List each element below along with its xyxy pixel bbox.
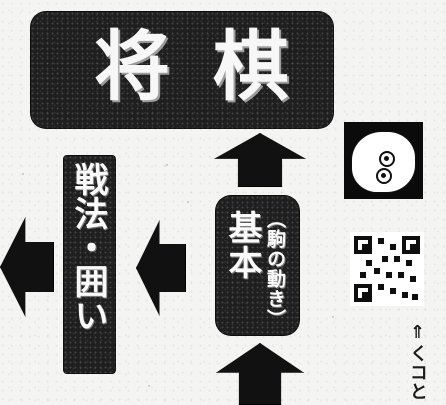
qr-module — [366, 260, 372, 266]
mascot-eye-icon — [376, 168, 392, 184]
qr-module — [378, 238, 384, 244]
qr-module — [406, 260, 412, 266]
mascot-eye-icon — [379, 151, 395, 167]
up-arrow-icon — [216, 343, 304, 405]
background-speck — [166, 164, 168, 166]
background-speck — [22, 173, 24, 175]
qr-module — [374, 268, 380, 274]
title-character-left: 将 — [94, 22, 170, 111]
qr-code-icon[interactable] — [350, 232, 424, 306]
qr-finder-icon — [402, 236, 420, 254]
left-arrow-icon — [0, 217, 54, 317]
qr-module — [386, 272, 392, 278]
mascot-icon — [344, 122, 423, 199]
strategy-panel: 戦法・囲い — [63, 155, 116, 374]
qr-module — [412, 294, 418, 300]
up-arrow-icon — [214, 133, 306, 187]
basics-panel: 基本 （駒の動き） — [215, 195, 300, 336]
qr-module — [398, 272, 404, 278]
basics-panel-main-text: 基本 — [222, 210, 262, 280]
side-note-text: ⇑くコと — [407, 322, 428, 401]
basics-panel-subtitle: （駒の動き） — [264, 209, 286, 329]
qr-module — [382, 256, 388, 262]
strategy-panel-text: 戦法・囲い — [68, 162, 108, 332]
mascot-face — [351, 131, 416, 193]
qr-module — [402, 292, 408, 298]
background-speck — [187, 201, 189, 203]
qr-module — [390, 244, 396, 250]
qr-module — [410, 276, 416, 282]
background-speck — [332, 316, 334, 318]
qr-module — [360, 272, 366, 278]
title-panel: 将 棋 — [30, 11, 334, 129]
qr-module — [390, 288, 396, 294]
qr-module — [394, 256, 400, 262]
qr-finder-icon — [354, 236, 372, 254]
left-arrow-icon — [136, 220, 186, 316]
qr-module — [378, 284, 384, 290]
title-character-right: 棋 — [213, 22, 289, 111]
qr-finder-icon — [354, 284, 372, 302]
background-speck — [148, 385, 150, 387]
